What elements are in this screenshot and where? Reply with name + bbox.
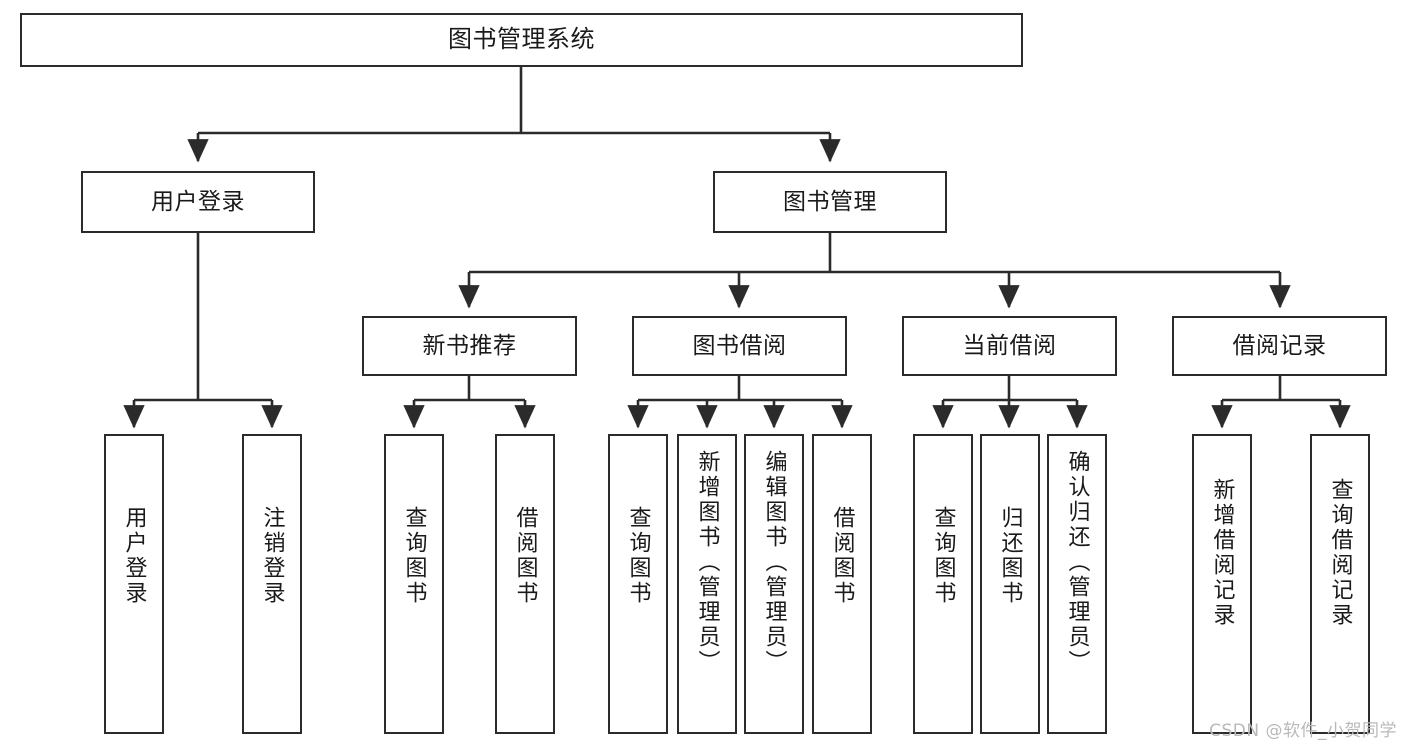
node-current-borrowing[interactable]: 当前借阅 (902, 316, 1117, 376)
node-leaf-borrow-book-recommendation[interactable]: 借阅图书 (495, 434, 555, 734)
node-borrowing-record[interactable]: 借阅记录 (1172, 316, 1387, 376)
node-leaf-logout[interactable]: 注销登录 (242, 434, 302, 734)
node-leaf-query-book-current[interactable]: 查询图书 (913, 434, 973, 734)
node-label: 借阅图书 (512, 506, 538, 606)
node-label: 查询图书 (401, 506, 427, 606)
node-book-management[interactable]: 图书管理 (713, 171, 947, 233)
node-leaf-return-book[interactable]: 归还图书 (980, 434, 1040, 734)
node-label: 归还图书 (997, 506, 1023, 606)
node-label: 注销登录 (259, 506, 285, 606)
node-leaf-borrow-book[interactable]: 借阅图书 (812, 434, 872, 734)
node-label: 用户登录 (151, 188, 245, 215)
node-label: 查询图书 (930, 506, 956, 606)
node-label: 新增图书（管理员） (694, 450, 720, 675)
node-label: 用户登录 (121, 506, 147, 606)
node-leaf-user-login[interactable]: 用户登录 (104, 434, 164, 734)
node-book-borrowing[interactable]: 图书借阅 (632, 316, 847, 376)
node-label: 图书借阅 (692, 332, 787, 359)
node-label: 当前借阅 (962, 332, 1057, 359)
node-leaf-query-book-borrowing[interactable]: 查询图书 (608, 434, 668, 734)
watermark: CSDN @软件_小贺同学 (1209, 721, 1397, 741)
node-leaf-confirm-return[interactable]: 确认归还（管理员） (1047, 434, 1107, 734)
node-label: 图书管理系统 (448, 25, 595, 54)
node-label: 查询图书 (625, 506, 651, 606)
node-leaf-edit-book[interactable]: 编辑图书（管理员） (744, 434, 804, 734)
node-leaf-query-borrowing-record[interactable]: 查询借阅记录 (1310, 434, 1370, 734)
node-new-book-recommendation[interactable]: 新书推荐 (362, 316, 577, 376)
node-label: 新书推荐 (422, 332, 517, 359)
node-label: 图书管理 (783, 188, 877, 215)
node-leaf-query-book-recommendation[interactable]: 查询图书 (384, 434, 444, 734)
node-leaf-add-book[interactable]: 新增图书（管理员） (677, 434, 737, 734)
node-label: 新增借阅记录 (1209, 478, 1235, 628)
node-label: 确认归还（管理员） (1064, 450, 1090, 675)
node-leaf-add-borrowing-record[interactable]: 新增借阅记录 (1192, 434, 1252, 734)
node-label: 查询借阅记录 (1327, 478, 1353, 628)
node-label: 借阅记录 (1232, 332, 1327, 359)
node-label: 借阅图书 (829, 506, 855, 606)
node-root-book-management-system[interactable]: 图书管理系统 (20, 13, 1023, 67)
node-user-login[interactable]: 用户登录 (81, 171, 315, 233)
node-label: 编辑图书（管理员） (761, 450, 787, 675)
